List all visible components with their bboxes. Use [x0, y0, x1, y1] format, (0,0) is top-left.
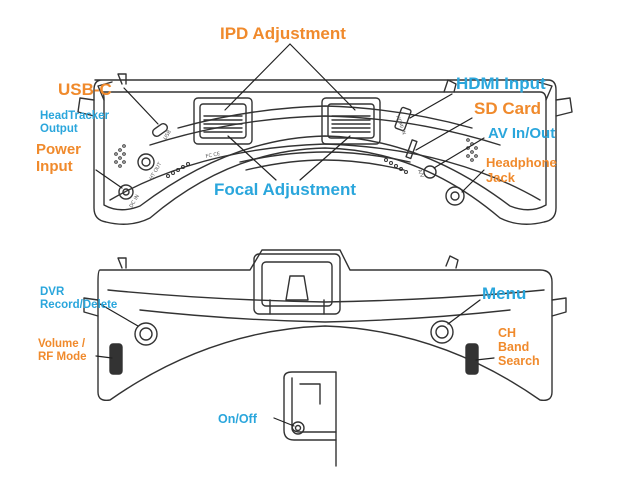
top-left-strap-clip	[117, 73, 127, 85]
volume-rocker	[109, 343, 123, 375]
left-led-dots	[166, 162, 190, 178]
av-port	[423, 165, 437, 179]
ch-line-2: Band	[498, 340, 530, 354]
right-ipd-slider	[321, 97, 381, 145]
left-ipd-slider	[193, 97, 253, 145]
ch-line-1: CH	[498, 326, 517, 340]
dvr-line-1: DVR	[40, 286, 65, 298]
ch-line-3: Search	[498, 354, 540, 368]
av-in-out-label: AV In/Out	[488, 125, 556, 142]
right-vent-grille	[466, 138, 478, 162]
power-line-2: Input	[36, 157, 73, 175]
emboss-fcc-ce: FC CE	[205, 151, 221, 160]
volume-line-2: RF Mode	[38, 350, 87, 363]
left-vent-grille	[114, 144, 126, 168]
power-line-1: Power	[36, 141, 82, 158]
hdmi-port	[394, 106, 412, 132]
focal-adjustment-label: Focal Adjustment	[214, 180, 356, 199]
usb-c-label: USB-C	[58, 80, 112, 99]
leader-lines	[95, 43, 495, 427]
power-switch	[291, 421, 305, 435]
on-off-label: On/Off	[218, 412, 257, 426]
power-port	[118, 184, 134, 200]
headphone-line-2: Jack	[486, 169, 515, 185]
sd-card-label: SD Card	[474, 99, 542, 118]
ch-band-rocker	[465, 343, 479, 375]
right-led-dots	[384, 158, 408, 174]
emboss-usb: USB	[163, 129, 174, 141]
headphone-jack	[445, 186, 465, 206]
headtracker-line-1: HeadTracker	[40, 110, 110, 122]
menu-label: Menu	[482, 284, 527, 303]
headphone-line-1: Headphone	[486, 155, 557, 170]
power-input-label: Power Input	[36, 141, 82, 176]
ipd-adjustment-label: IPD Adjustment	[220, 24, 346, 43]
dvr-button	[134, 322, 158, 346]
dvr-label: DVR Record/Delete	[40, 286, 117, 312]
on-off-detail	[283, 371, 337, 467]
headtracker-output-label: HeadTracker Output	[40, 110, 109, 136]
ch-band-search-label: CH Band Search	[498, 326, 540, 368]
headtracker-line-2: Output	[40, 122, 78, 135]
hdmi-input-label: HDMI Input	[456, 74, 546, 93]
bottom-goggle-outline	[83, 249, 567, 402]
volume-rf-label: Volume / RF Mode	[38, 338, 87, 364]
usb-c-port	[152, 123, 168, 137]
emboss-av: A/V	[416, 169, 425, 180]
top-mount-module	[253, 253, 341, 315]
headtracker-port	[137, 153, 155, 171]
top-right-strap-clip	[443, 79, 457, 93]
dvr-line-2: Record/Delete	[40, 298, 118, 311]
sd-card-slot	[405, 139, 418, 160]
volume-line-1: Volume /	[38, 338, 86, 350]
menu-button	[430, 320, 454, 344]
headphone-jack-label: Headphone Jack	[486, 155, 557, 185]
